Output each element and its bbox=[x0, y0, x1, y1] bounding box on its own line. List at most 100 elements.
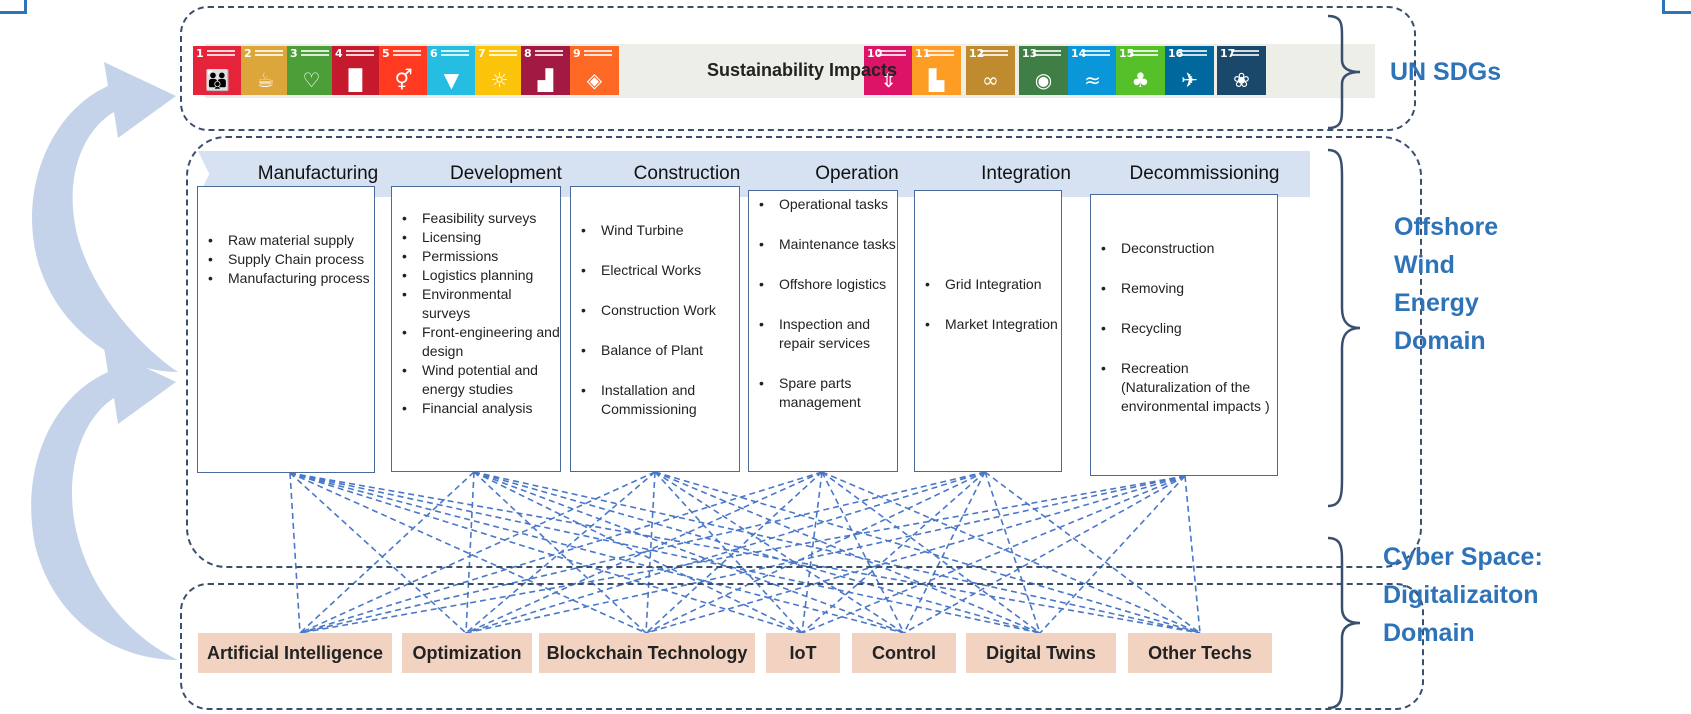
phase-tech-link bbox=[984, 471, 1041, 634]
tree-icon-glyph: ♣ bbox=[1131, 68, 1150, 92]
activity-item: Electrical Works bbox=[571, 261, 739, 280]
phase-tech-link bbox=[645, 471, 656, 634]
sdg-number: 4 bbox=[335, 47, 343, 60]
label-line: Offshore bbox=[1394, 213, 1499, 241]
phase-tech-link bbox=[903, 475, 1186, 634]
heartbeat-icon-glyph: ♡ bbox=[302, 68, 321, 92]
activities-decommissioning: Deconstruction Removing Recycling Recrea… bbox=[1090, 194, 1278, 476]
fish-icon: 14≈ bbox=[1068, 46, 1117, 95]
phase-tech-link bbox=[473, 471, 803, 634]
activity-item: Raw material supply bbox=[198, 231, 374, 250]
infinity-icon-glyph: ∞ bbox=[982, 68, 999, 92]
label-cyber-space: Cyber Space: Digitalizaiton Domain bbox=[1383, 538, 1543, 652]
feedback-arrow-upper bbox=[32, 62, 179, 372]
phase-tech-link bbox=[1184, 475, 1201, 634]
sdg-number: 1 bbox=[196, 47, 204, 60]
corner-bracket-left bbox=[0, 0, 27, 14]
sdg-number: 11 bbox=[915, 47, 931, 60]
activity-item: Maintenance tasks bbox=[749, 235, 897, 254]
sdg-number: 15 bbox=[1119, 47, 1135, 60]
activity-item: Wind Turbine bbox=[571, 221, 739, 240]
activity-item: Financial analysis bbox=[392, 399, 560, 418]
partnership-icon: 17❀ bbox=[1217, 46, 1266, 95]
cubes-icon-glyph: ◈ bbox=[586, 68, 603, 92]
label-line: Cyber Space: bbox=[1383, 543, 1543, 571]
phase-tech-link bbox=[465, 475, 1186, 634]
equality-icon-glyph: ⇕ bbox=[880, 68, 897, 92]
book-icon-glyph: ▉ bbox=[348, 68, 365, 92]
book-icon: 4▉ bbox=[332, 46, 381, 95]
activities-development: Feasibility surveys Licensing Permission… bbox=[391, 186, 561, 472]
activity-item: Permissions bbox=[392, 247, 560, 266]
tree-icon: 15 ♣ bbox=[1116, 46, 1165, 95]
sdg-number: 10 bbox=[867, 47, 883, 60]
water-icon: 6▼ bbox=[427, 46, 476, 95]
brace-sdgs bbox=[1327, 14, 1361, 130]
activity-item: Supply Chain process bbox=[198, 250, 374, 269]
sdg-number: 16 bbox=[1168, 47, 1184, 60]
sdg-caption-lines bbox=[535, 50, 563, 52]
sdg-number: 9 bbox=[573, 47, 581, 60]
sdg-caption-lines bbox=[1130, 50, 1158, 52]
sdg-number: 5 bbox=[382, 47, 390, 60]
city-icon: 11▙ bbox=[912, 46, 961, 95]
sdg-number: 3 bbox=[290, 47, 298, 60]
gender-icon-glyph: ⚥ bbox=[394, 68, 413, 92]
corner-bracket-right bbox=[1662, 0, 1691, 14]
label-line: Wind bbox=[1394, 251, 1455, 279]
label-line: Domain bbox=[1383, 619, 1475, 647]
sdg-caption-lines bbox=[1033, 50, 1061, 52]
activities-integration: Grid Integration Market Integration bbox=[914, 190, 1062, 472]
people-icon-glyph: 👪 bbox=[205, 68, 230, 92]
label-line: Domain bbox=[1394, 327, 1486, 355]
activity-item: Balance of Plant bbox=[571, 341, 739, 360]
activity-item: Construction Work bbox=[571, 301, 739, 320]
activity-item: Logistics planning bbox=[392, 266, 560, 285]
sdg-number: 8 bbox=[524, 47, 532, 60]
phase-tech-link bbox=[801, 471, 823, 634]
activities-construction: Wind Turbine Electrical Works Constructi… bbox=[570, 186, 740, 472]
phase-label: Operation bbox=[815, 163, 899, 184]
phase-label: Integration bbox=[981, 163, 1071, 184]
phase-tech-link bbox=[299, 471, 986, 634]
sdg-number: 13 bbox=[1022, 47, 1038, 60]
activity-item: Grid Integration bbox=[915, 275, 1061, 294]
sdg-caption-lines bbox=[207, 50, 235, 52]
sdg-caption-lines bbox=[393, 50, 421, 52]
phase-label: Construction bbox=[633, 163, 741, 184]
dove-icon-glyph: ✈ bbox=[1181, 68, 1198, 92]
activity-item: Installation and Commissioning bbox=[571, 381, 739, 419]
phase-tech-link bbox=[465, 471, 475, 634]
label-line: Digitalizaiton bbox=[1383, 581, 1539, 609]
sun-icon-glyph: ☼ bbox=[490, 68, 509, 92]
sdg-caption-lines bbox=[441, 50, 469, 52]
dove-icon: 16 ✈ bbox=[1165, 46, 1214, 95]
sdg-number: 7 bbox=[478, 47, 486, 60]
phase-tech-link bbox=[289, 472, 905, 634]
eye-icon: 13◉ bbox=[1019, 46, 1068, 95]
phase-tech-link bbox=[821, 471, 1041, 634]
cyber-space-region bbox=[180, 583, 1424, 710]
equality-icon: 10 ⇕ bbox=[864, 46, 913, 95]
offshore-wind-domain-region bbox=[186, 136, 1422, 568]
sdg-caption-lines bbox=[301, 50, 329, 52]
people-icon: 1👪 bbox=[193, 46, 242, 95]
activities-manufacturing: Raw material supply Supply Chain process… bbox=[197, 186, 375, 473]
activity-item: Market Integration bbox=[915, 315, 1061, 334]
sustainability-impacts-title: Sustainability Impacts bbox=[706, 60, 898, 80]
phase-integration: Integration bbox=[915, 151, 1123, 197]
phase-tech-link bbox=[299, 471, 823, 634]
phase-tech-link bbox=[465, 471, 986, 634]
cubes-icon: 9◈ bbox=[570, 46, 619, 95]
sdg-caption-lines bbox=[980, 50, 1008, 52]
sdg-caption-lines bbox=[926, 50, 954, 52]
heartbeat-icon: 3♡ bbox=[287, 46, 336, 95]
gender-icon: 5⚥ bbox=[379, 46, 428, 95]
activity-item: Deconstruction bbox=[1091, 239, 1277, 258]
sdg-caption-lines bbox=[1082, 50, 1110, 52]
sdg-caption-lines bbox=[878, 50, 906, 52]
label-line: Energy bbox=[1394, 289, 1479, 317]
sdg-caption-lines bbox=[489, 50, 517, 52]
phase-tech-link bbox=[801, 475, 1186, 634]
